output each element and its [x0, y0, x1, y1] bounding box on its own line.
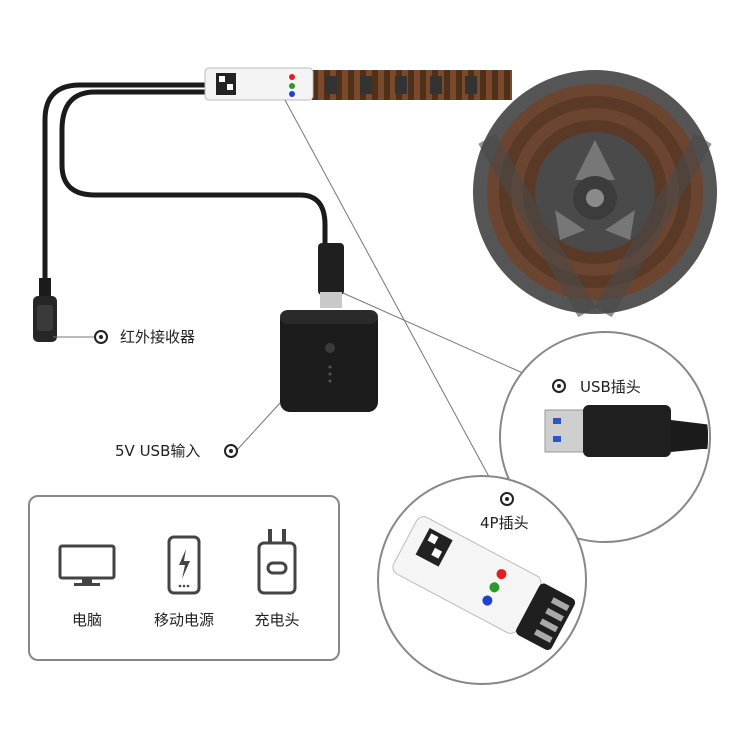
- power-bank-icon: [166, 535, 202, 595]
- power-source-label-pc: 电脑: [71, 611, 102, 629]
- power-sources-panel: 电脑 移动电源 充电头: [28, 495, 340, 661]
- cable: [42, 82, 328, 283]
- leader-lines: [53, 99, 553, 498]
- usb-input-label: 5V USB输入: [115, 442, 201, 460]
- usb-connector: [318, 243, 344, 308]
- monitor-icon: [57, 544, 117, 588]
- led-strip-reel: [473, 70, 717, 318]
- power-source-label-charger: 充电头: [254, 611, 300, 629]
- controller-module: [204, 67, 314, 101]
- four-pin-plug-dot: [500, 492, 514, 506]
- led-strip-segment: [312, 70, 512, 100]
- usb-plug-dot: [552, 379, 566, 393]
- four-pin-plug-label: 4P插头: [480, 514, 529, 532]
- ir-receiver-plug: [33, 278, 57, 342]
- usb-input-dot: [224, 444, 238, 458]
- usb-plug-label: USB插头: [580, 378, 641, 396]
- charger-icon: [255, 527, 299, 597]
- ir-receiver-dot: [94, 330, 108, 344]
- power-adapter: [280, 310, 378, 412]
- power-source-label-powerbank: 移动电源: [153, 611, 214, 629]
- ir-receiver-label: 红外接收器: [120, 328, 196, 346]
- four-pin-plug-zoom: [377, 475, 587, 685]
